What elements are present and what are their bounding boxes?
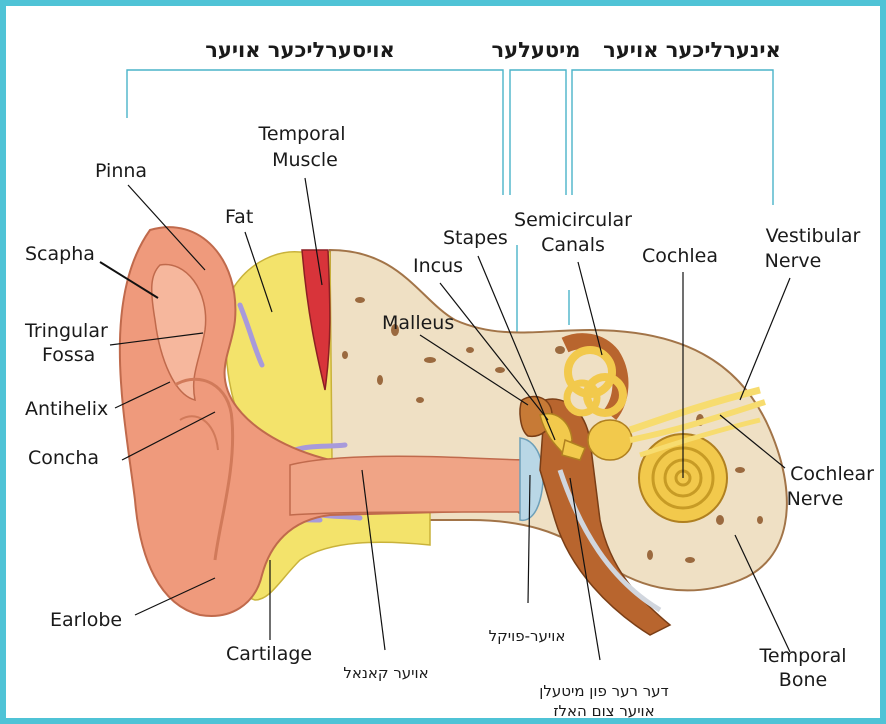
label-antihelix: Antihelix [25, 398, 108, 420]
label-tringular-fossa-line2: Fossa [42, 344, 95, 366]
label-temporal-muscle-line1: Temporal [258, 123, 346, 145]
inner-ear-bracket [572, 70, 773, 205]
label-vestibular-nerve-line1: Vestibular [766, 225, 861, 247]
label-incus: Incus [413, 255, 463, 277]
label-earlobe: Earlobe [50, 609, 122, 631]
label-cartilage: Cartilage [226, 643, 312, 665]
label-temporal-muscle-line2: Muscle [272, 149, 338, 171]
label-fat: Fat [225, 206, 253, 228]
label-eustachian-tube-line2: אויער צום האלז [553, 702, 654, 720]
label-stapes: Stapes [443, 227, 508, 249]
ear-canal-shape [290, 456, 522, 515]
section-outer-ear: אויסערליכער אויער [205, 38, 395, 62]
label-malleus: Malleus [382, 312, 454, 334]
label-cochlear-nerve-line2: Nerve [787, 488, 844, 510]
section-inner-ear: אינערליכער אויער [603, 38, 781, 62]
label-tringular-fossa-line1: Tringular [24, 320, 108, 342]
label-concha: Concha [28, 447, 99, 469]
label-cochlear-nerve-line1: Cochlear [790, 463, 874, 485]
label-ear-canal: אויער קאנאל [343, 664, 428, 682]
label-semicircular-canals-line2: Canals [541, 234, 605, 256]
label-pinna: Pinna [95, 160, 147, 182]
middle-ear-bracket [510, 70, 566, 195]
section-middle-ear: מיטעלער [492, 38, 581, 62]
label-scapha: Scapha [25, 243, 95, 265]
label-semicircular-canals-line1: Semicircular [514, 209, 632, 231]
label-eardrum: אויער-פויקל [489, 627, 566, 645]
label-cochlea: Cochlea [642, 245, 718, 267]
label-temporal-bone-line1: Temporal [759, 645, 847, 667]
label-temporal-bone-line2: Bone [779, 669, 827, 691]
label-vestibular-nerve-line2: Nerve [765, 250, 822, 272]
label-eustachian-tube-line1: דער רער פון מיטעלן [539, 682, 669, 700]
